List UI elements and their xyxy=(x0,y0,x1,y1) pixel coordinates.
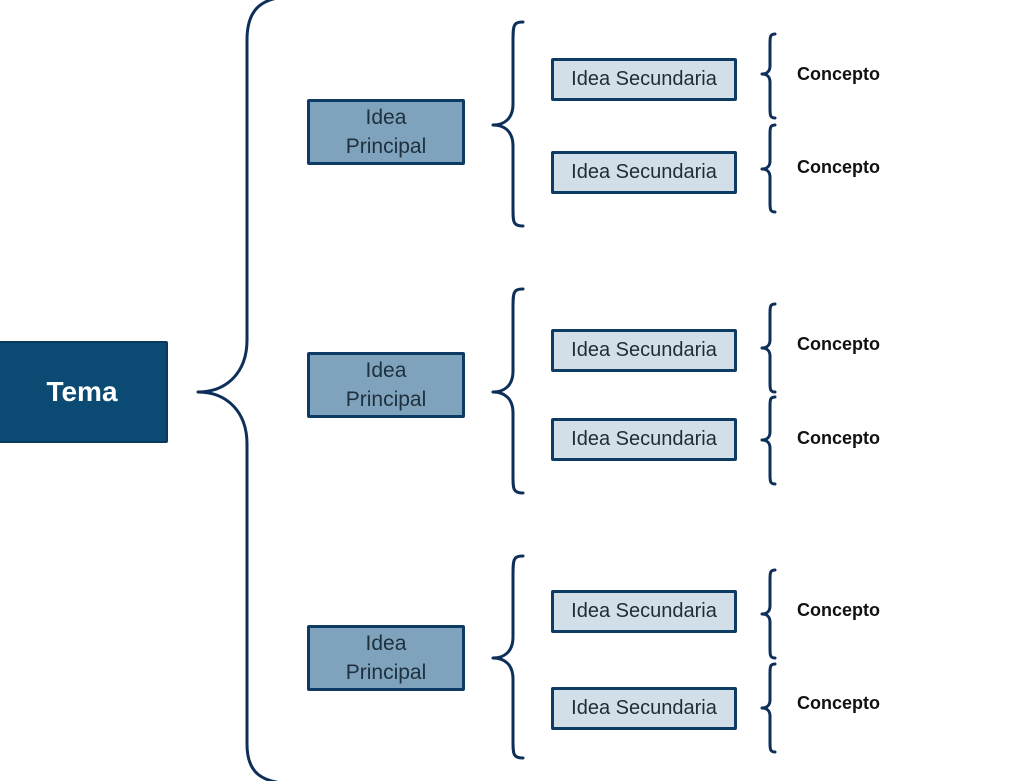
secondary-idea-box: Idea Secundaria xyxy=(551,590,737,633)
secondary-2-2-brace xyxy=(760,395,777,486)
main-idea-box: Idea Principal xyxy=(307,625,465,691)
concept-label: Concepto xyxy=(797,157,880,177)
concept-label: Concepto xyxy=(797,693,880,713)
main-idea-label-line2: Principal xyxy=(345,135,427,158)
secondary-idea-box: Idea Secundaria xyxy=(551,151,737,194)
secondary-3-2-brace xyxy=(760,662,777,754)
secondary-1-1-brace xyxy=(760,32,777,120)
secondary-idea-label: Idea Secundaria xyxy=(571,339,717,361)
main-idea-box: Idea Principal xyxy=(307,352,465,418)
secondary-3-1-brace xyxy=(760,568,777,660)
secondary-idea-label: Idea Secundaria xyxy=(571,697,717,719)
secondary-idea-box: Idea Secundaria xyxy=(551,418,737,461)
secondary-idea-label: Idea Secundaria xyxy=(571,68,717,90)
concept-label: Concepto xyxy=(797,600,880,620)
secondary-1-2-brace xyxy=(760,123,777,214)
secondary-idea-label: Idea Secundaria xyxy=(571,161,717,183)
main-idea-label-line2: Principal xyxy=(345,661,427,684)
secondary-idea-label: Idea Secundaria xyxy=(571,600,717,622)
concept-label: Concepto xyxy=(797,64,880,84)
main-idea-box: Idea Principal xyxy=(307,99,465,165)
main-idea-label-line2: Principal xyxy=(345,388,427,411)
topic-label: Tema xyxy=(46,376,118,407)
main-idea-3-brace xyxy=(491,554,525,760)
secondary-idea-box: Idea Secundaria xyxy=(551,329,737,372)
main-idea-1-brace xyxy=(491,20,525,228)
concept-label: Concepto xyxy=(797,428,880,448)
main-idea-label-line1: Idea xyxy=(365,632,407,655)
main-idea-label-line1: Idea xyxy=(365,359,407,382)
secondary-idea-box: Idea Secundaria xyxy=(551,687,737,730)
topic-brace xyxy=(196,0,279,781)
secondary-idea-box: Idea Secundaria xyxy=(551,58,737,101)
main-idea-2-brace xyxy=(491,287,525,495)
main-idea-label-line1: Idea xyxy=(365,106,407,129)
concept-label: Concepto xyxy=(797,334,880,354)
secondary-2-1-brace xyxy=(760,302,777,394)
secondary-idea-label: Idea Secundaria xyxy=(571,428,717,450)
topic-box: Tema xyxy=(0,341,168,443)
